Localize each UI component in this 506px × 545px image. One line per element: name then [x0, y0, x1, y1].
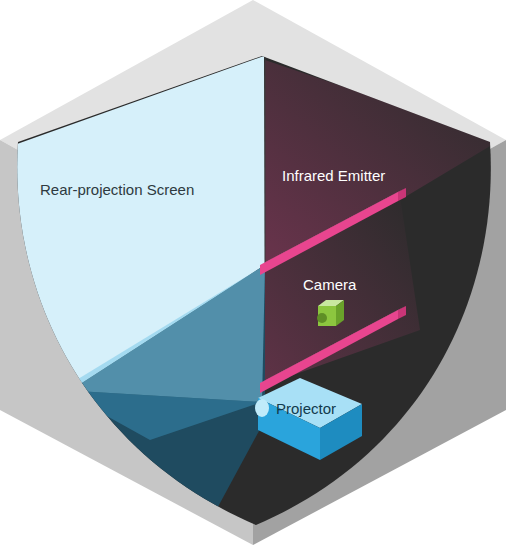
projector	[255, 378, 362, 460]
camera-label: Camera	[303, 276, 356, 294]
camera	[317, 300, 344, 326]
infrared-emitter	[260, 188, 406, 275]
wall-corner	[265, 56, 266, 265]
emitter-label: Infrared Emitter	[282, 167, 385, 185]
projector-label: Projector	[276, 400, 336, 418]
light-beam-floor	[60, 390, 262, 440]
screen	[0, 56, 265, 410]
light-beam	[60, 265, 265, 402]
floor-left	[40, 265, 265, 540]
infrared-emitter	[260, 306, 406, 393]
screen-label: Rear-projection Screen	[40, 181, 194, 199]
